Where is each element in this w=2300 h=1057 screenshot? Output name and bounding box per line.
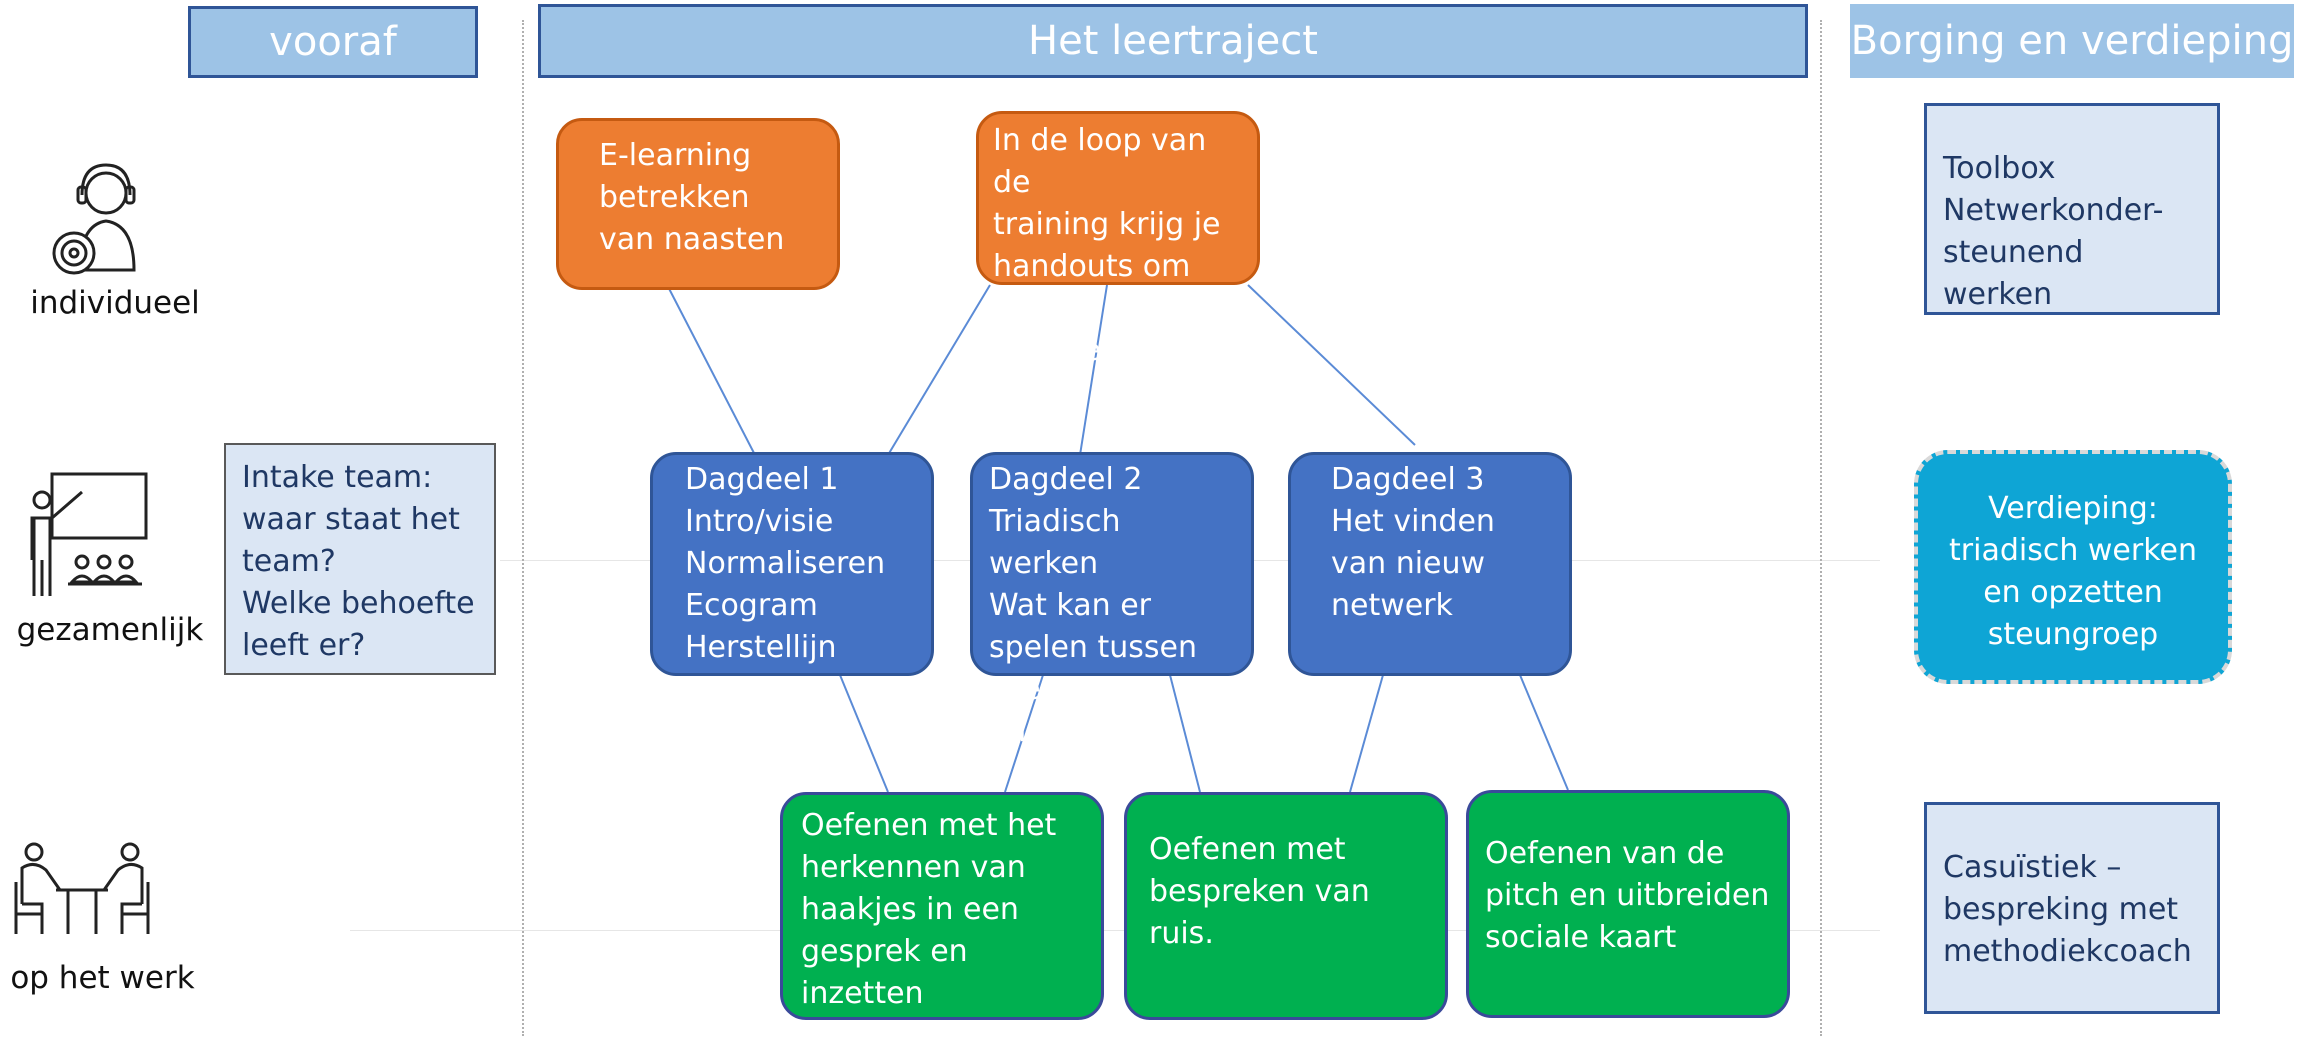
dagdeel1-box: Dagdeel 1 Intro/visie Normaliseren Ecogr… — [650, 452, 934, 676]
link-handouts-dagdeel1 — [887, 284, 991, 456]
dagdeel2-box: Dagdeel 2 Triadisch werken Wat kan er sp… — [970, 452, 1254, 749]
verdieping-box: Verdieping: triadisch werken en opzetten… — [1914, 450, 2232, 684]
header-vooraf: vooraf — [188, 6, 478, 78]
teacher-class-icon — [30, 472, 148, 596]
row-label-gezamenlijk: gezamenlijk — [16, 612, 204, 648]
link-handouts-dagdeel2 — [1079, 284, 1108, 456]
toolbox-box: Toolbox Netwerkonder- steunend werken — [1924, 103, 2220, 315]
link-dagdeel3-oefenen3 — [1519, 674, 1569, 791]
link-dagdeel3-oefenen2 — [1349, 674, 1384, 793]
people-at-table-icon — [14, 842, 150, 934]
intake-team-box: Intake team: waar staat het team? Welke … — [224, 443, 496, 675]
oefenen2-box: Oefenen met bespreken van ruis. — [1124, 792, 1448, 1020]
link-dagdeel2-oefenen2 — [1169, 674, 1201, 793]
link-elearning-dagdeel1 — [661, 274, 756, 456]
dagdeel3-box: Dagdeel 3 Het vinden van nieuw netwerk — [1288, 452, 1572, 676]
column-divider-2 — [1820, 20, 1822, 1036]
oefenen3-box: Oefenen van de pitch en uitbreiden socia… — [1466, 790, 1790, 1018]
row-divider-2 — [350, 930, 1880, 931]
link-handouts-dagdeel3 — [1247, 284, 1416, 446]
header-leertraject: Het leertraject — [538, 4, 1808, 78]
casuistiek-box: Casuïstiek – bespreking met methodiekcoa… — [1924, 802, 2220, 1014]
header-borging: Borging en verdieping — [1850, 4, 2294, 78]
person-headset-icon — [52, 163, 136, 275]
link-dagdeel2-oefenen1 — [1004, 674, 1044, 793]
column-divider-1 — [522, 20, 524, 1036]
handouts-box: In de loop van de training krijg je hand… — [976, 111, 1260, 368]
elearning-box: E-learning betrekken van naasten — [556, 118, 840, 290]
link-dagdeel1-oefenen1 — [839, 674, 889, 793]
oefenen1-box: Oefenen met het herkennen van haakjes in… — [780, 792, 1104, 1053]
row-label-individueel: individueel — [30, 285, 200, 321]
row-label-op-het-werk: op het werk — [10, 960, 195, 996]
